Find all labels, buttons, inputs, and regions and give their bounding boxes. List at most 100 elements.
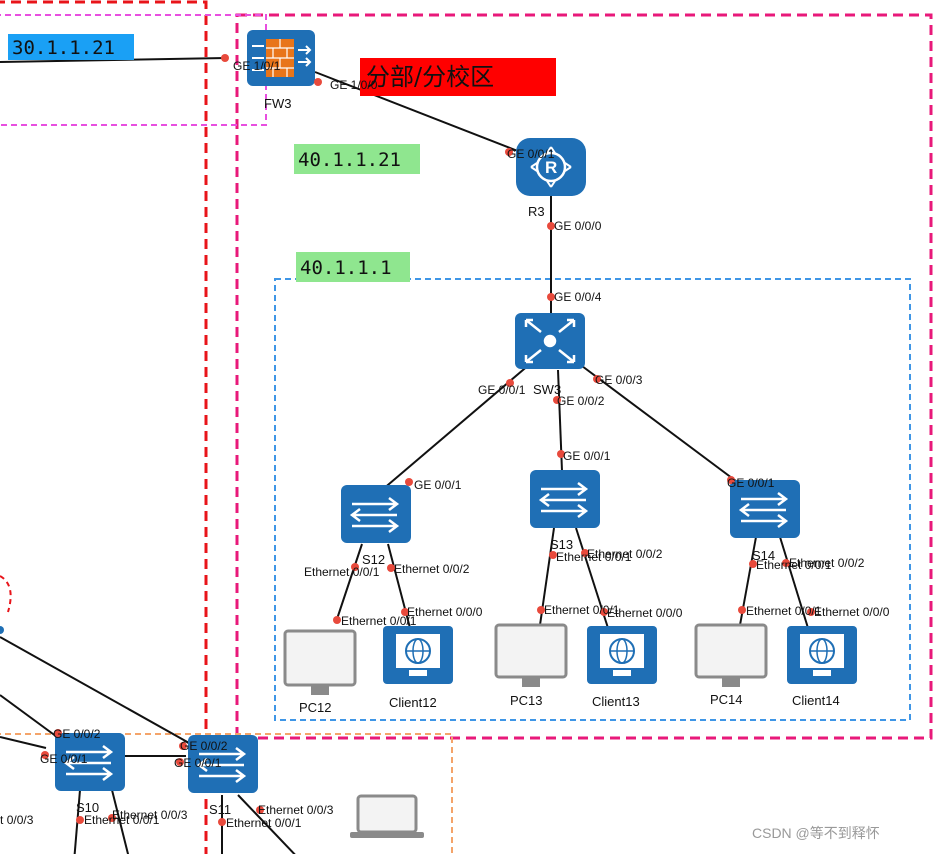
s12-label: S12 [362, 552, 385, 567]
link-left-s11 [0, 636, 199, 749]
port-label: GE 1/0/1 [233, 59, 281, 73]
port-label: GE 0/0/1 [40, 752, 88, 766]
port-label: Ethernet 0/0/1 [746, 604, 822, 618]
access-zone-border [0, 733, 453, 854]
pc13-device[interactable] [494, 623, 568, 687]
svg-text:R: R [545, 158, 557, 177]
port-label: Ethernet 0/0/3 [112, 808, 188, 822]
client-globe-icon [800, 634, 844, 676]
ip-label-bg-r3 [294, 144, 420, 174]
switch-icon [738, 492, 789, 528]
switch-icon [63, 745, 114, 781]
port-label: GE 0/0/1 [507, 147, 555, 161]
client13-label: Client13 [592, 694, 640, 709]
port-label: Ethernet 0/0/1 [341, 614, 417, 628]
port-label: Ethernet 0/0/1 [556, 550, 632, 564]
s11-device[interactable] [188, 735, 258, 793]
pc13-label: PC13 [510, 693, 543, 708]
port-label: GE 0/0/1 [174, 756, 222, 770]
port-label: GE 0/0/2 [557, 394, 605, 408]
switch-icon [196, 747, 247, 783]
client12-device[interactable] [383, 626, 453, 684]
port-label: GE 0/0/0 [554, 219, 602, 233]
fw3-label: FW3 [264, 96, 291, 111]
port-labels: GE 1/0/1 GE 1/0/0 GE 0/0/1 GE 0/0/0 GE 0… [0, 59, 890, 830]
port-label: Ethernet 0/0/2 [789, 556, 865, 570]
pc12-label: PC12 [299, 700, 332, 715]
client-globe-icon [396, 634, 440, 676]
hq-zone-border [0, 0, 208, 854]
s10-device[interactable] [55, 733, 125, 791]
branch-zone-border [235, 13, 933, 740]
link-left-down [0, 736, 47, 749]
partial-device-dot [0, 626, 4, 634]
fw3-device[interactable] [247, 30, 315, 86]
link-fw3-r3 [314, 71, 529, 156]
port-label: Ethernet 0/0/0 [407, 605, 483, 619]
monitor-icon [494, 623, 568, 687]
port-label: GE 0/0/1 [414, 478, 462, 492]
switch-icon [538, 482, 589, 518]
port-label: GE 0/0/2 [180, 739, 228, 753]
laptop-device[interactable] [350, 794, 424, 838]
link-s14-client14 [779, 536, 809, 629]
link-s10-down-a [73, 789, 81, 854]
port-label: GE 0/0/1 [478, 383, 526, 397]
firewall-icon [252, 39, 312, 77]
partial-zone-arc [0, 575, 12, 613]
sw3-label: SW3 [533, 382, 561, 397]
ip-label-fw3-uplink: 30.1.1.21 [12, 37, 115, 59]
branch-title: 分部/分校区 [366, 63, 494, 91]
port-label: Ethernet 0/0/1 [304, 565, 380, 579]
port-label: GE 0/0/4 [554, 290, 602, 304]
hq-edge-zone-border [0, 14, 267, 126]
client14-label: Client14 [792, 693, 840, 708]
s12-device[interactable] [341, 485, 411, 543]
client-globe-icon [600, 634, 644, 676]
port-label: Ethernet 0/0/2 [394, 562, 470, 576]
port-label: Ethernet 0/0/1 [84, 813, 160, 827]
ip-label-bg-lan [296, 252, 410, 282]
port-label: GE 0/0/3 [595, 373, 643, 387]
s10-label: S10 [76, 800, 99, 815]
switch-icon [349, 497, 400, 533]
s13-label: S13 [550, 537, 573, 552]
s13-device[interactable] [530, 470, 600, 528]
ip-label-bg-fw3 [8, 34, 134, 60]
port-label: Ethernet 0/0/0 [814, 605, 890, 619]
lan-zone-border [274, 278, 911, 721]
port-label: Ethernet 0/0/3 [258, 803, 334, 817]
port-label: GE 0/0/2 [53, 727, 101, 741]
port-dots [41, 54, 815, 826]
monitor-icon [694, 623, 768, 687]
ip-label-r3-uplink: 40.1.1.21 [298, 149, 401, 171]
client12-label: Client12 [389, 695, 437, 710]
link-sw3-s14 [581, 365, 749, 491]
r3-label: R3 [528, 204, 545, 219]
core-switch-icon [524, 318, 576, 364]
port-label: Ethernet 0/0/2 [587, 547, 663, 561]
branch-title-bg [360, 58, 556, 96]
port-label: GE 0/0/1 [563, 449, 611, 463]
port-label: Ethernet 0/0/1 [756, 558, 832, 572]
client14-device[interactable] [787, 626, 857, 684]
watermark: CSDN @等不到释怀 [752, 825, 880, 841]
s11-label: S11 [209, 802, 231, 817]
port-label: Ethernet 0/0/3 [0, 813, 34, 827]
pc12-device[interactable] [283, 629, 357, 695]
sw3-device[interactable] [515, 313, 585, 369]
monitor-icon [283, 629, 357, 695]
r3-device[interactable]: R [516, 138, 586, 196]
laptop-icon [350, 794, 424, 838]
pc14-label: PC14 [710, 692, 743, 707]
pc14-device[interactable] [694, 623, 768, 687]
s14-device[interactable] [730, 480, 800, 538]
link-s10-down-b [111, 789, 130, 854]
port-label: GE 0/0/1 [727, 476, 775, 490]
ip-label-lan: 40.1.1.1 [300, 257, 392, 279]
router-icon: R [530, 146, 572, 188]
client13-device[interactable] [587, 626, 657, 684]
port-label: Ethernet 0/0/0 [607, 606, 683, 620]
links [0, 57, 809, 854]
